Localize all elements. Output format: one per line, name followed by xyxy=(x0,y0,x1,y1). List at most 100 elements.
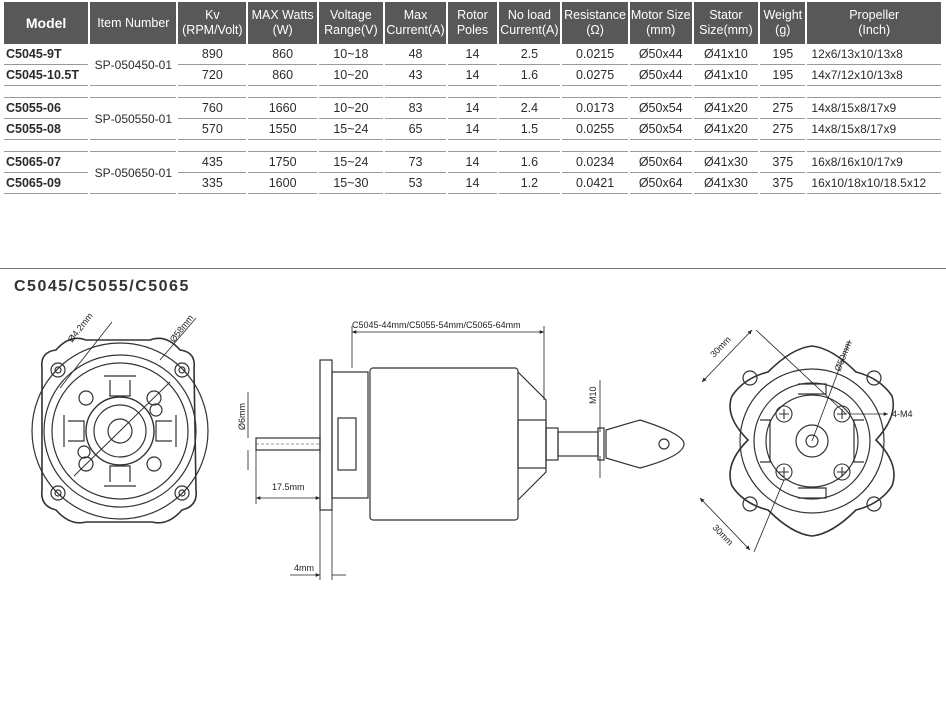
header-model: Model xyxy=(4,2,89,44)
cell-weight: 375 xyxy=(760,152,806,173)
cell-watts: 1660 xyxy=(248,98,318,119)
group-spacer xyxy=(4,140,941,152)
cell-res: 0.0215 xyxy=(562,44,628,65)
cell-watts: 1750 xyxy=(248,152,318,173)
header-weight: Weight (g) xyxy=(760,2,806,44)
rear-screw-label: 4-M4 xyxy=(892,409,913,419)
section-divider xyxy=(0,268,946,269)
cell-maxcur: 53 xyxy=(384,173,447,194)
header-item: Item Number xyxy=(90,2,177,44)
cell-prop: 12x6/13x10/13x8 xyxy=(807,44,941,65)
header-res: Resistance (Ω) xyxy=(562,2,628,44)
cell-noload: 1.6 xyxy=(498,65,561,86)
cell-model: C5045-9T xyxy=(4,44,89,65)
side-view xyxy=(247,326,685,580)
rear-dim-a: 30mm xyxy=(708,334,733,359)
cell-voltage: 10~20 xyxy=(319,65,383,86)
cell-watts: 860 xyxy=(248,44,318,65)
cell-motor: Ø50x44 xyxy=(629,65,692,86)
front-dim-diameter: Ø58mm xyxy=(168,313,196,344)
cell-motor: Ø50x44 xyxy=(629,44,692,65)
group-spacer xyxy=(4,86,941,98)
cell-model: C5065-07 xyxy=(4,152,89,173)
rear-screws xyxy=(775,405,851,481)
header-maxcur: Max Current(A) xyxy=(384,2,447,44)
cell-watts: 1550 xyxy=(248,119,318,140)
cell-prop: 14x8/15x8/17x9 xyxy=(807,119,941,140)
cell-voltage: 15~30 xyxy=(319,173,383,194)
cell-res: 0.0173 xyxy=(562,98,628,119)
cell-voltage: 15~24 xyxy=(319,152,383,173)
cell-noload: 2.4 xyxy=(498,98,561,119)
side-thread-label: M10 xyxy=(588,386,598,404)
header-voltage: Voltage Range(V) xyxy=(319,2,383,44)
cell-maxcur: 43 xyxy=(384,65,447,86)
cell-weight: 195 xyxy=(760,65,806,86)
cell-voltage: 15~24 xyxy=(319,119,383,140)
front-hub xyxy=(85,396,155,466)
front-view xyxy=(31,317,209,524)
header-kv: Kv (RPM/Volt) xyxy=(178,2,247,44)
cell-weight: 275 xyxy=(760,119,806,140)
cell-prop: 14x8/15x8/17x9 xyxy=(807,98,941,119)
cell-maxcur: 48 xyxy=(384,44,447,65)
front-outer-ring xyxy=(31,342,209,520)
cell-kv: 435 xyxy=(178,152,247,173)
rear-view xyxy=(699,329,895,553)
cell-prop: 14x7/12x10/13x8 xyxy=(807,65,941,86)
cell-noload: 1.5 xyxy=(498,119,561,140)
cell-poles: 14 xyxy=(448,119,497,140)
side-shaft-length-label: 17.5mm xyxy=(272,482,305,492)
header-poles: Rotor Poles xyxy=(448,2,497,44)
cell-model: C5045-10.5T xyxy=(4,65,89,86)
cell-kv: 720 xyxy=(178,65,247,86)
rear-mount-plate xyxy=(729,345,895,537)
cell-stator: Ø41x10 xyxy=(693,44,759,65)
cell-kv: 890 xyxy=(178,44,247,65)
cell-motor: Ø50x64 xyxy=(629,173,692,194)
cell-model: C5065-09 xyxy=(4,173,89,194)
cell-maxcur: 65 xyxy=(384,119,447,140)
header-prop: Propeller (Inch) xyxy=(807,2,941,44)
cell-motor: Ø50x64 xyxy=(629,152,692,173)
cell-res: 0.0275 xyxy=(562,65,628,86)
cell-voltage: 10~20 xyxy=(319,98,383,119)
cell-res: 0.0421 xyxy=(562,173,628,194)
cell-poles: 14 xyxy=(448,44,497,65)
front-mount-plate xyxy=(40,337,198,524)
front-diameter-line xyxy=(73,381,171,477)
series-title: C5045/C5055/C5065 xyxy=(14,278,190,295)
cell-poles: 14 xyxy=(448,152,497,173)
cell-res: 0.0234 xyxy=(562,152,628,173)
cell-kv: 760 xyxy=(178,98,247,119)
cell-stator: Ø41x30 xyxy=(693,173,759,194)
side-flange xyxy=(319,359,333,511)
cell-weight: 195 xyxy=(760,44,806,65)
cell-stator: Ø41x30 xyxy=(693,152,759,173)
cell-noload: 1.2 xyxy=(498,173,561,194)
cell-motor: Ø50x54 xyxy=(629,119,692,140)
cell-poles: 14 xyxy=(448,173,497,194)
rear-outer-ring xyxy=(739,368,885,514)
cell-watts: 860 xyxy=(248,65,318,86)
rear-hub xyxy=(795,424,829,458)
cell-weight: 375 xyxy=(760,173,806,194)
cell-voltage: 10~18 xyxy=(319,44,383,65)
cell-kv: 335 xyxy=(178,173,247,194)
header-watts: MAX Watts (W) xyxy=(248,2,318,44)
cell-stator: Ø41x20 xyxy=(693,98,759,119)
cell-res: 0.0255 xyxy=(562,119,628,140)
rear-dim-b: 30mm xyxy=(711,522,736,547)
cell-prop: 16x10/18x10/18.5x12 xyxy=(807,173,941,194)
header-noload: No load Current(A) xyxy=(498,2,561,44)
